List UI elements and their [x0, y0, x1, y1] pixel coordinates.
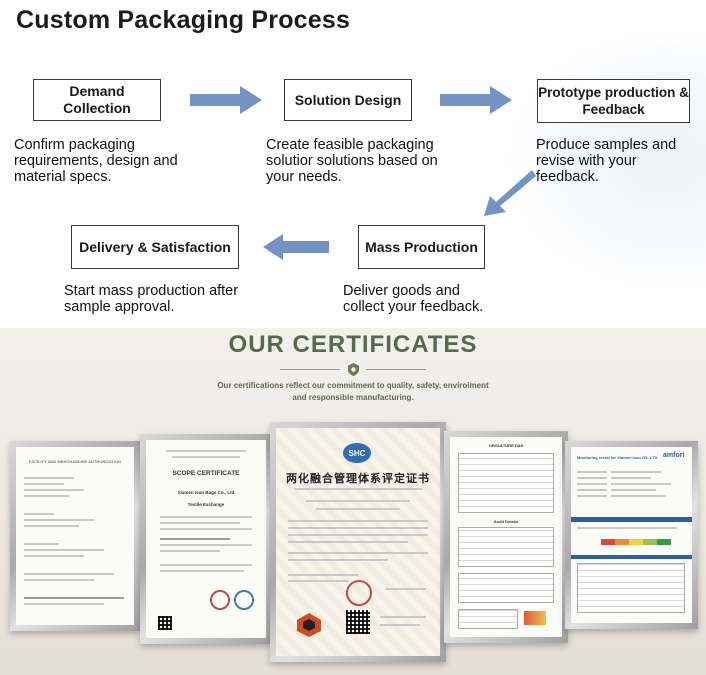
arrow-right-icon: [190, 86, 262, 114]
subtitle-line-2: and responsible manufacturing.: [292, 393, 414, 402]
seal-icon: [210, 590, 230, 610]
step-box-demand-collection: Demand Collection: [33, 79, 161, 121]
certificate-heading: ORGULTURE DAS: [488, 443, 524, 448]
certificate-section-label: Audit Details: [493, 519, 519, 524]
step-label: Prototype production & Feedback: [538, 85, 689, 117]
certificate-heading: 两化融合管理体系评定证书: [286, 472, 430, 485]
certificate-company: Xiamen Isun Bags Co., Ltd: [177, 490, 235, 495]
audit-result-table: [458, 609, 518, 629]
certificate-paper: SCOPE CERTIFICATE Xiamen Isun Bags Co., …: [146, 440, 266, 638]
certificate-frame-audit: ORGULTURE DAS Audit Details: [444, 431, 568, 643]
step-box-delivery-satisfaction: Delivery & Satisfaction: [71, 225, 239, 269]
divider-line-right: [366, 369, 426, 370]
amfori-logo: amfori: [663, 452, 685, 459]
certificate-paper: Monitoring result for Xiamen Isun GS, LT…: [571, 447, 692, 623]
step-box-prototype-feedback: Prototype production & Feedback: [537, 79, 690, 123]
seal-icon: [234, 590, 254, 610]
arrow-down-left-icon: [484, 170, 536, 216]
rating-color-bar: [524, 611, 546, 625]
certificate-paper: FACILITY AND MERCHANDISE AUTHORIZATION: [16, 447, 134, 625]
arrow-right-icon: [440, 86, 512, 114]
red-seal-icon: [346, 580, 372, 606]
step-description-demand-collection: Confirm packaging requirements, design a…: [14, 137, 178, 185]
step-description-solution-design: Create feasible packaging solutior solut…: [266, 137, 438, 185]
shc-logo-icon: SHC: [343, 443, 371, 463]
certificate-frame-authorization: FACILITY AND MERCHANDISE AUTHORIZATION: [10, 441, 140, 631]
step-description-mass-production: Deliver goods and collect your feedback.: [343, 283, 484, 315]
certificate-heading: FACILITY AND MERCHANDISE AUTHORIZATION: [29, 459, 121, 464]
audit-summary-table: [458, 573, 554, 603]
result-header-bar: [571, 517, 692, 522]
shield-check-icon: [347, 363, 360, 376]
certificate-frame-integration: SHC 两化融合管理体系评定证书: [270, 422, 446, 662]
audit-table: [458, 453, 554, 513]
step-label: Mass Production: [365, 238, 478, 255]
rating-scale-bar: [601, 539, 671, 545]
process-title: Custom Packaging Process: [16, 6, 351, 34]
certificates-section: OUR CERTIFICATES Our certifications refl…: [0, 328, 706, 675]
step-label: Delivery & Satisfaction: [79, 238, 231, 255]
certificate-frame-scope: SCOPE CERTIFICATE Xiamen Isun Bags Co., …: [140, 434, 272, 644]
certificates-subtitle: Our certifications reflect our commitmen…: [0, 380, 706, 404]
subtitle-line-1: Our certifications reflect our commitmen…: [217, 381, 489, 390]
certificate-org: Textile Exchange: [187, 502, 225, 507]
company-logo-icon: [297, 613, 321, 637]
certificate-frame-amfori: Monitoring result for Xiamen Isun GS, LT…: [565, 441, 698, 629]
step-description-delivery-satisfaction: Start mass production after sample appro…: [64, 283, 239, 315]
step-box-mass-production: Mass Production: [358, 225, 485, 269]
certificate-paper: SHC 两化融合管理体系评定证书: [276, 428, 440, 656]
step-label: Demand Collection: [63, 83, 131, 116]
qr-code-icon: [346, 610, 370, 634]
audit-details-table: [458, 527, 554, 567]
divider-line-left: [280, 369, 340, 370]
arrow-left-icon: [263, 234, 329, 260]
certificate-paper: ORGULTURE DAS Audit Details: [450, 437, 562, 637]
step-label: Solution Design: [294, 91, 402, 108]
qr-code-icon: [158, 616, 172, 630]
monitoring-table: [577, 563, 685, 613]
logo-text: SHC: [349, 449, 366, 458]
certificate-heading: SCOPE CERTIFICATE: [172, 470, 240, 477]
packaging-process-section: Custom Packaging Process Demand Collecti…: [0, 0, 706, 328]
certificates-title: OUR CERTIFICATES: [228, 331, 478, 358]
certificate-heading: Monitoring result for Xiamen Isun GS, LT…: [577, 455, 658, 460]
section-header-bar: [571, 555, 692, 559]
step-box-solution-design: Solution Design: [284, 79, 412, 121]
step-description-prototype-feedback: Produce samples and revise with your fee…: [536, 137, 677, 185]
